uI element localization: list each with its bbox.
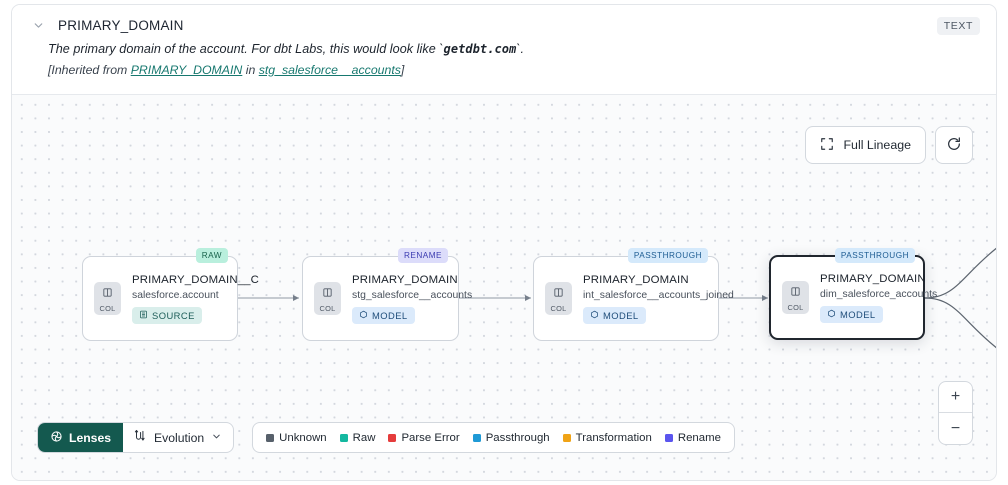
column-icon: COL <box>782 281 809 314</box>
model-cube-icon <box>590 310 599 321</box>
legend-swatch <box>388 433 397 442</box>
full-lineage-label: Full Lineage <box>843 138 911 152</box>
description-suffix: `. <box>516 42 525 56</box>
legend-item: Transformation <box>562 431 652 444</box>
model-cube-icon <box>359 310 368 321</box>
legend-swatch <box>664 433 673 442</box>
description-prefix: The primary domain of the account. For d… <box>48 42 444 56</box>
column-chip-label: COL <box>99 303 116 313</box>
evolution-dropdown[interactable]: Evolution <box>123 423 233 452</box>
legend-item: Raw <box>339 431 376 444</box>
node-column-name: PRIMARY_DOMAIN <box>820 272 926 285</box>
lineage-node[interactable]: RENAME COL PRIMARY_DOMAIN stg_salesforce… <box>302 248 472 341</box>
legend-label: Rename <box>677 431 721 444</box>
zoom-in-button[interactable]: + <box>939 382 972 413</box>
node-kind-label: SOURCE <box>152 309 195 321</box>
legend-label: Transformation <box>575 431 652 444</box>
canvas-toolbar: Full Lineage <box>805 126 973 164</box>
node-column-name: PRIMARY_DOMAIN <box>352 273 458 286</box>
node-kind-label: MODEL <box>603 309 639 321</box>
node-tag: PASSTHROUGH <box>627 248 708 263</box>
lineage-canvas[interactable]: RAW COL PRIMARY_DOMAIN__C salesforce.acc… <box>12 94 996 480</box>
chevron-down-icon <box>211 431 222 445</box>
lenses-button[interactable]: Lenses <box>38 423 124 452</box>
zoom-controls: + − <box>938 381 973 445</box>
evolution-label: Evolution <box>154 430 205 445</box>
inherit-open: [Inherited from <box>48 63 131 77</box>
column-icon: COL <box>314 282 341 315</box>
legend-swatch <box>562 433 571 442</box>
columns-glyph <box>553 285 564 303</box>
refresh-icon <box>946 136 962 155</box>
node-table-name: int_salesforce__accounts_joined <box>583 289 734 301</box>
lenses-label: Lenses <box>69 430 112 445</box>
legend-swatch <box>266 433 275 442</box>
column-description: The primary domain of the account. For d… <box>48 42 980 56</box>
columns-glyph <box>322 285 333 303</box>
column-header: PRIMARY_DOMAIN TEXT The primary domain o… <box>12 5 996 87</box>
lineage-bottom-bar: Lenses Evolution <box>37 422 735 453</box>
legend-swatch <box>472 433 481 442</box>
zoom-out-button[interactable]: − <box>950 419 961 437</box>
page-title: PRIMARY_DOMAIN <box>58 17 184 33</box>
node-tag: PASSTHROUGH <box>834 248 915 263</box>
legend-item: Rename <box>664 431 721 444</box>
node-column-name: PRIMARY_DOMAIN__C <box>132 273 260 286</box>
legend-item: Passthrough <box>472 431 550 444</box>
legend-item: Unknown <box>266 432 327 444</box>
lineage-node[interactable]: PASSTHROUGH COL PRIMARY_DOMAIN int_sales… <box>533 248 734 341</box>
columns-glyph <box>102 285 113 303</box>
description-code: getdbt.com <box>443 42 517 56</box>
node-kind-badge: MODEL <box>352 306 415 324</box>
column-icon: COL <box>94 282 121 315</box>
node-tag: RAW <box>195 248 228 263</box>
legend-label: Passthrough <box>485 431 550 444</box>
lens-icon <box>50 430 63 446</box>
node-column-name: PRIMARY_DOMAIN <box>583 273 689 286</box>
legend-swatch <box>339 433 348 442</box>
lineage-node[interactable]: RAW COL PRIMARY_DOMAIN__C salesforce.acc… <box>82 248 259 341</box>
node-table-name: dim_salesforce_accounts <box>820 288 938 300</box>
node-table-name: salesforce.account <box>132 289 219 301</box>
lenses-evolution-group: Lenses Evolution <box>37 422 235 453</box>
column-chip-label: COL <box>787 302 804 312</box>
column-icon: COL <box>545 282 572 315</box>
chevron-down-icon[interactable] <box>30 17 46 33</box>
source-table-icon <box>139 310 148 321</box>
column-chip-label: COL <box>319 303 336 313</box>
inherited-column-link[interactable]: PRIMARY_DOMAIN <box>130 63 243 77</box>
node-kind-label: MODEL <box>840 308 876 320</box>
legend-label: Raw <box>352 431 376 444</box>
lineage-edges <box>238 247 996 349</box>
full-lineage-button[interactable]: Full Lineage <box>805 126 926 164</box>
type-badge: TEXT <box>936 17 980 35</box>
node-table-name: stg_salesforce__accounts <box>352 289 473 301</box>
node-kind-badge: SOURCE <box>132 306 202 324</box>
refresh-button[interactable] <box>935 126 973 164</box>
expand-icon <box>820 137 834 154</box>
legend-label: Unknown <box>279 431 327 444</box>
inherited-from-note: [Inherited from PRIMARY_DOMAIN in stg_sa… <box>48 63 980 77</box>
lineage-legend: Unknown Raw Parse Error Passthrough Tran… <box>252 422 735 453</box>
inherited-model-link[interactable]: stg_salesforce__accounts <box>258 63 401 77</box>
node-tag: RENAME <box>397 248 448 263</box>
node-kind-badge: MODEL <box>820 305 883 323</box>
column-chip-label: COL <box>550 303 567 313</box>
evolution-icon <box>133 429 147 446</box>
lineage-node-selected[interactable]: PASSTHROUGH COL PRIMARY_DOMAIN dim_sales… <box>769 248 937 340</box>
model-cube-icon <box>827 309 836 320</box>
legend-item: Parse Error <box>388 431 460 444</box>
node-kind-badge: MODEL <box>583 306 646 324</box>
node-kind-label: MODEL <box>372 309 408 321</box>
legend-label: Parse Error <box>401 431 460 444</box>
column-lineage-panel: PRIMARY_DOMAIN TEXT The primary domain o… <box>11 4 997 481</box>
inherit-mid: in <box>242 63 259 77</box>
inherit-close: ] <box>400 63 405 77</box>
columns-glyph <box>790 284 801 302</box>
